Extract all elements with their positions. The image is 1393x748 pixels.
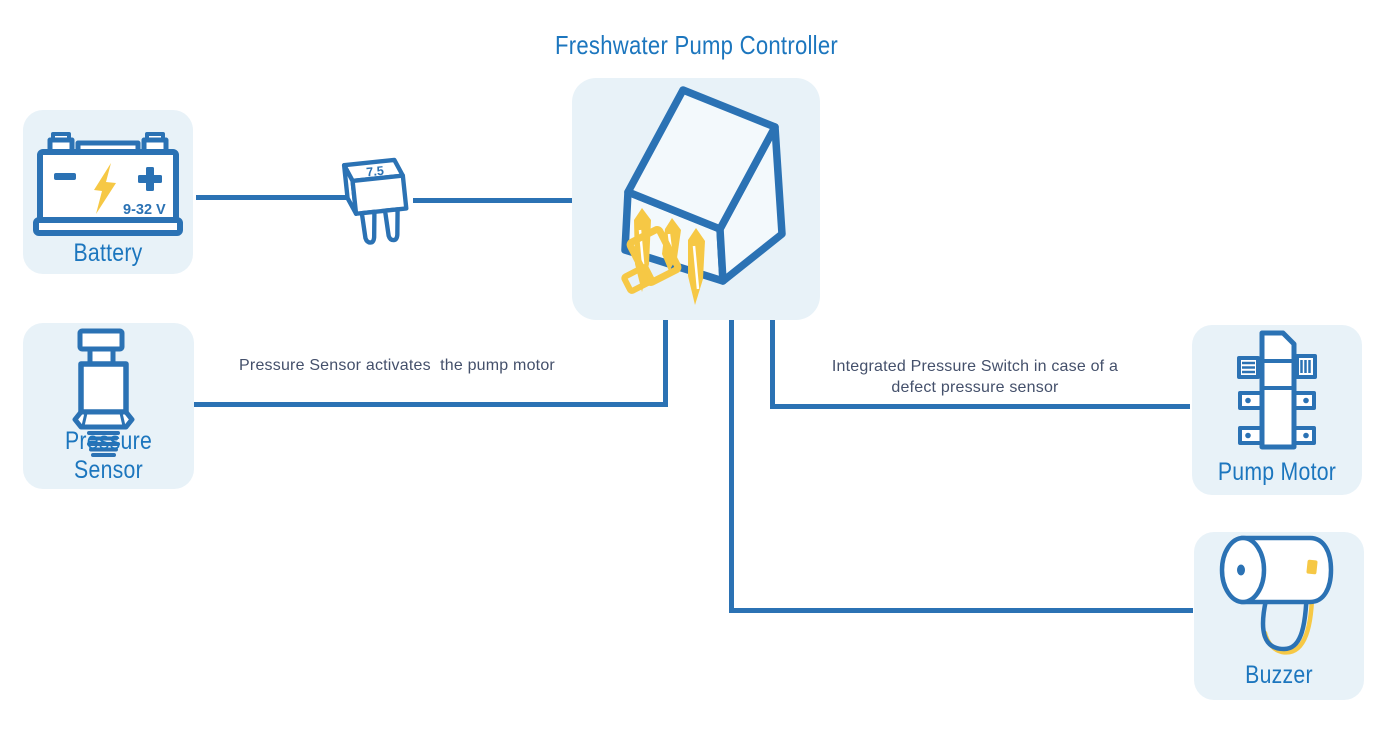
- buzzer-icon: [1219, 535, 1334, 655]
- wire-battery-to-fuse: [196, 195, 349, 200]
- wire-buzzer-horizontal: [729, 608, 1193, 613]
- battery-icon: 9-32 V: [33, 132, 183, 236]
- buzzer-blue-wire: [1260, 573, 1310, 652]
- fuse-graphic: 7.5: [341, 157, 409, 245]
- pump-motor-card: Pump Motor: [1192, 325, 1362, 495]
- sensor-threads: [87, 431, 120, 457]
- battery-plus-symbol: [138, 167, 162, 191]
- pump-motor-label: Pump Motor: [1217, 458, 1337, 486]
- annotation-pressure-sensor: Pressure Sensor activates the pump motor: [239, 357, 555, 374]
- annotation-pressure-switch: Integrated Pressure Switch in case of a …: [831, 358, 1123, 396]
- relay-pins: [621, 208, 705, 305]
- wire-pressure-sensor-horizontal: [194, 402, 668, 407]
- battery-label: Battery: [73, 239, 143, 267]
- lightning-bolt-icon: [94, 163, 116, 214]
- buzzer-label: Buzzer: [1245, 661, 1313, 689]
- wire-pump-motor-vertical: [770, 320, 775, 409]
- battery-minus-symbol: [54, 173, 76, 180]
- battery-card: 9-32 V Battery: [23, 110, 193, 274]
- wire-buzzer-vertical: [729, 320, 734, 613]
- pressure-sensor-icon: [72, 328, 135, 457]
- wire-fuse-to-controller: [413, 198, 572, 203]
- controller-card: [572, 78, 820, 320]
- buzzer-wire-tip: [1306, 559, 1318, 575]
- mounting-holes: [1245, 397, 1309, 439]
- pressure-sensor-label: Pressure Sensor: [64, 427, 153, 484]
- fuse-icon: 7.5: [335, 145, 425, 255]
- pressure-sensor-card: Pressure Sensor: [23, 323, 194, 489]
- diagram-title: Freshwater Pump Controller: [555, 30, 838, 60]
- wire-pump-motor-horizontal: [770, 404, 1190, 409]
- battery-voltage-text: 9-32 V: [123, 202, 166, 218]
- fuse-rating-text: 7.5: [366, 164, 385, 180]
- wire-pressure-sensor-vertical: [663, 320, 668, 407]
- relay-top-face: [624, 86, 779, 233]
- pump-motor-icon: [1237, 330, 1317, 450]
- relay-icon: [621, 86, 786, 305]
- buzzer-card: Buzzer: [1194, 532, 1364, 700]
